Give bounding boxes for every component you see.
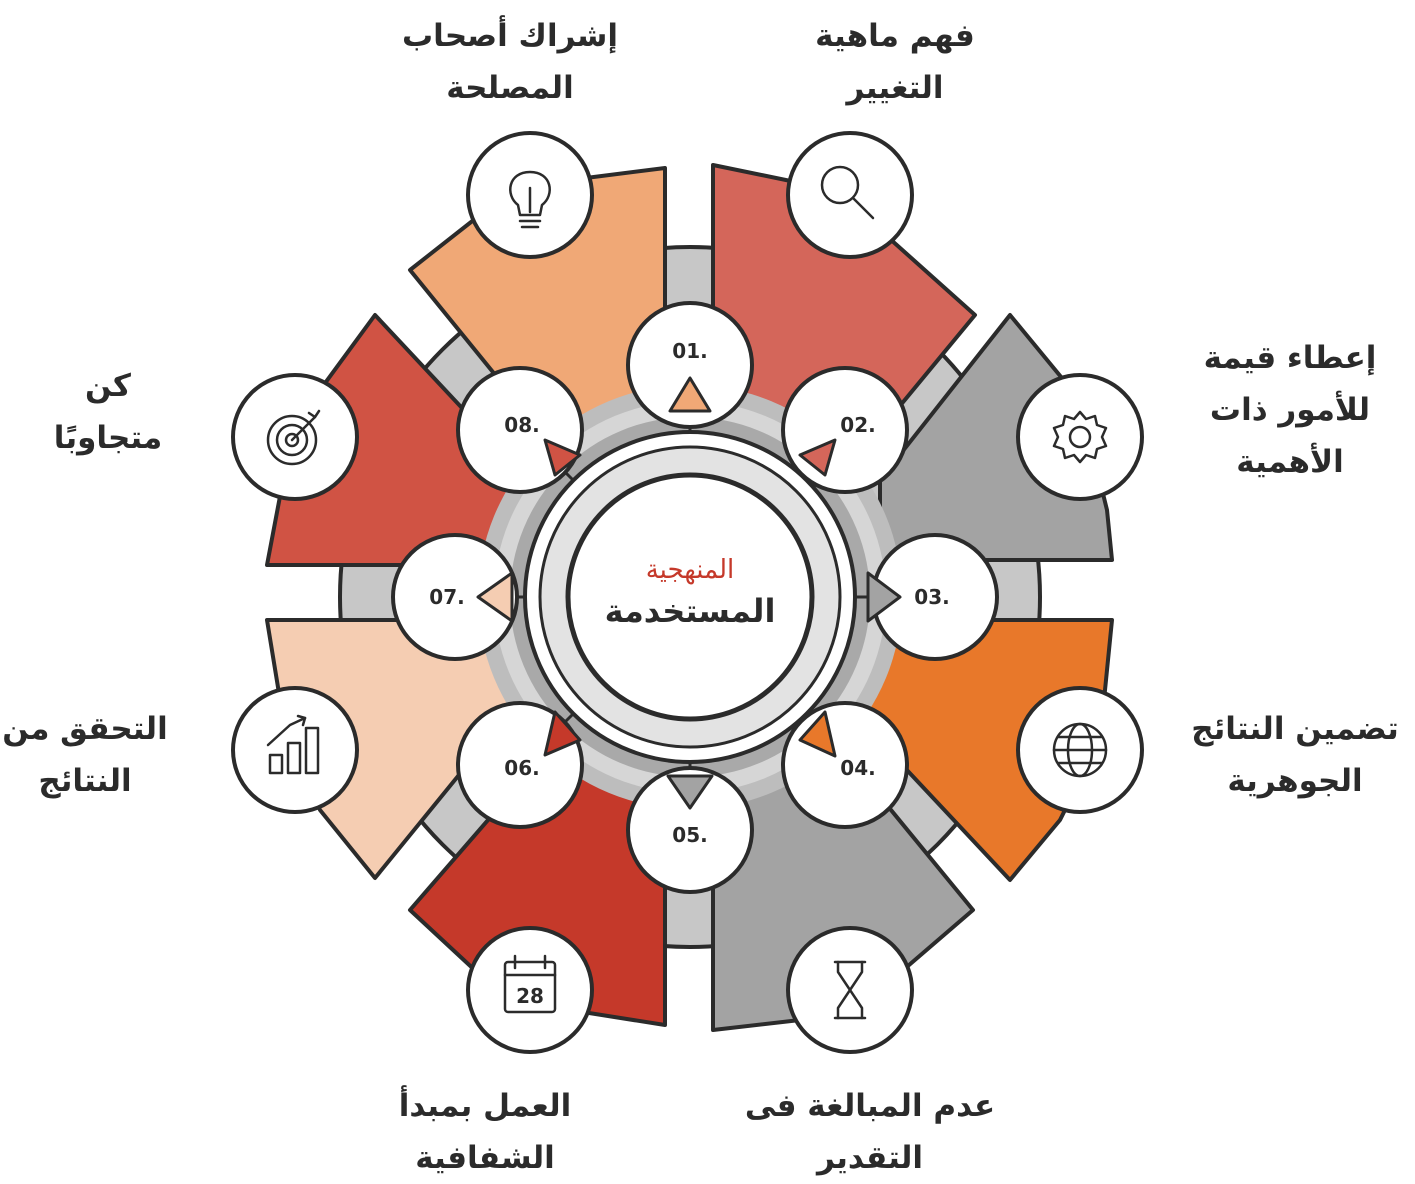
label-step-5-line1: عدم المبالغة فى xyxy=(744,1088,996,1124)
bubble-05 xyxy=(626,766,754,894)
label-top-left: إشراك أصحاب المصلحة xyxy=(402,10,618,114)
bubble-01 xyxy=(626,301,754,429)
calendar-day-text: 28 xyxy=(516,984,544,1008)
label-step-1: فهم ماهية التغيير xyxy=(815,10,975,114)
label-step-7: التحقق من النتائج xyxy=(2,703,167,807)
label-step-4-line2: الجوهرية xyxy=(1227,763,1363,799)
arrow-07 xyxy=(476,571,514,623)
label-top-left-line1: إشراك أصحاب xyxy=(402,18,618,54)
label-step-8-line2: متجاوبًا xyxy=(53,420,163,456)
center-title: المنهجية xyxy=(646,555,735,585)
arrow-03 xyxy=(866,571,902,623)
label-step-4: تضمين النتائج الجوهرية xyxy=(1191,703,1399,807)
arrow-02 xyxy=(798,438,837,477)
label-step-7-line1: التحقق من xyxy=(2,711,168,747)
arrow-05 xyxy=(666,774,714,810)
label-step-2-line3: الأهمية xyxy=(1236,444,1344,480)
label-step-2-line1: إعطاء قيمة xyxy=(1203,340,1377,376)
magnifier-icon xyxy=(820,165,875,220)
bubble-07 xyxy=(391,533,519,661)
label-step-6-line2: الشفافية xyxy=(415,1140,555,1176)
label-step-4-line1: تضمين النتائج xyxy=(1191,711,1399,747)
number-04: 04. xyxy=(840,756,875,780)
label-step-5: عدم المبالغة فى التقدير xyxy=(745,1080,995,1184)
label-step-6-line1: العمل بمبدأ xyxy=(398,1088,572,1124)
number-01: 01. xyxy=(672,339,707,363)
arrow-08 xyxy=(543,438,582,477)
number-02: 02. xyxy=(840,413,875,437)
icon-circle-top-right xyxy=(786,131,914,259)
label-step-6: العمل بمبدأ الشفافية xyxy=(399,1080,572,1184)
icon-circle-right-top xyxy=(1016,373,1144,501)
lightbulb-icon xyxy=(509,170,551,229)
calendar-icon xyxy=(503,954,557,1014)
label-step-8-line1: كن xyxy=(85,368,131,404)
label-step-2-line2: للأمور ذات xyxy=(1209,392,1371,428)
label-top-left-line2: المصلحة xyxy=(446,70,574,106)
number-05: 05. xyxy=(672,823,707,847)
globe-icon xyxy=(1052,722,1108,778)
growth-chart-icon xyxy=(266,714,320,775)
label-step-2: إعطاء قيمة للأمور ذات الأهمية xyxy=(1204,332,1377,488)
ring-arrows xyxy=(476,376,902,810)
number-03: 03. xyxy=(914,585,949,609)
icon-circle-bottom-left xyxy=(466,926,594,1054)
hourglass-icon xyxy=(833,960,867,1020)
target-icon xyxy=(266,409,321,466)
number-08: 08. xyxy=(504,413,539,437)
arrow-01 xyxy=(668,376,712,413)
arrow-04 xyxy=(798,710,837,758)
center-subtitle: المستخدمة xyxy=(605,592,776,630)
center-circle xyxy=(565,472,815,722)
icon-circles xyxy=(231,131,1144,1054)
label-step-7-line2: النتائج xyxy=(38,763,132,799)
sectors xyxy=(265,163,1114,1032)
label-step-5-line2: التقدير xyxy=(816,1140,924,1176)
number-07: 07. xyxy=(429,585,464,609)
number-06: 06. xyxy=(504,756,539,780)
label-step-1-line2: التغيير xyxy=(846,70,944,106)
gear-icon xyxy=(1052,410,1108,464)
label-step-8: كن متجاوبًا xyxy=(54,360,162,464)
number-texts: 01. 02. 03. 04. 05. 06. 07. 08. xyxy=(429,339,949,847)
arrow-06 xyxy=(543,710,582,757)
icon-circle-left-bottom xyxy=(231,686,359,814)
label-step-1-line1: فهم ماهية xyxy=(815,18,975,54)
